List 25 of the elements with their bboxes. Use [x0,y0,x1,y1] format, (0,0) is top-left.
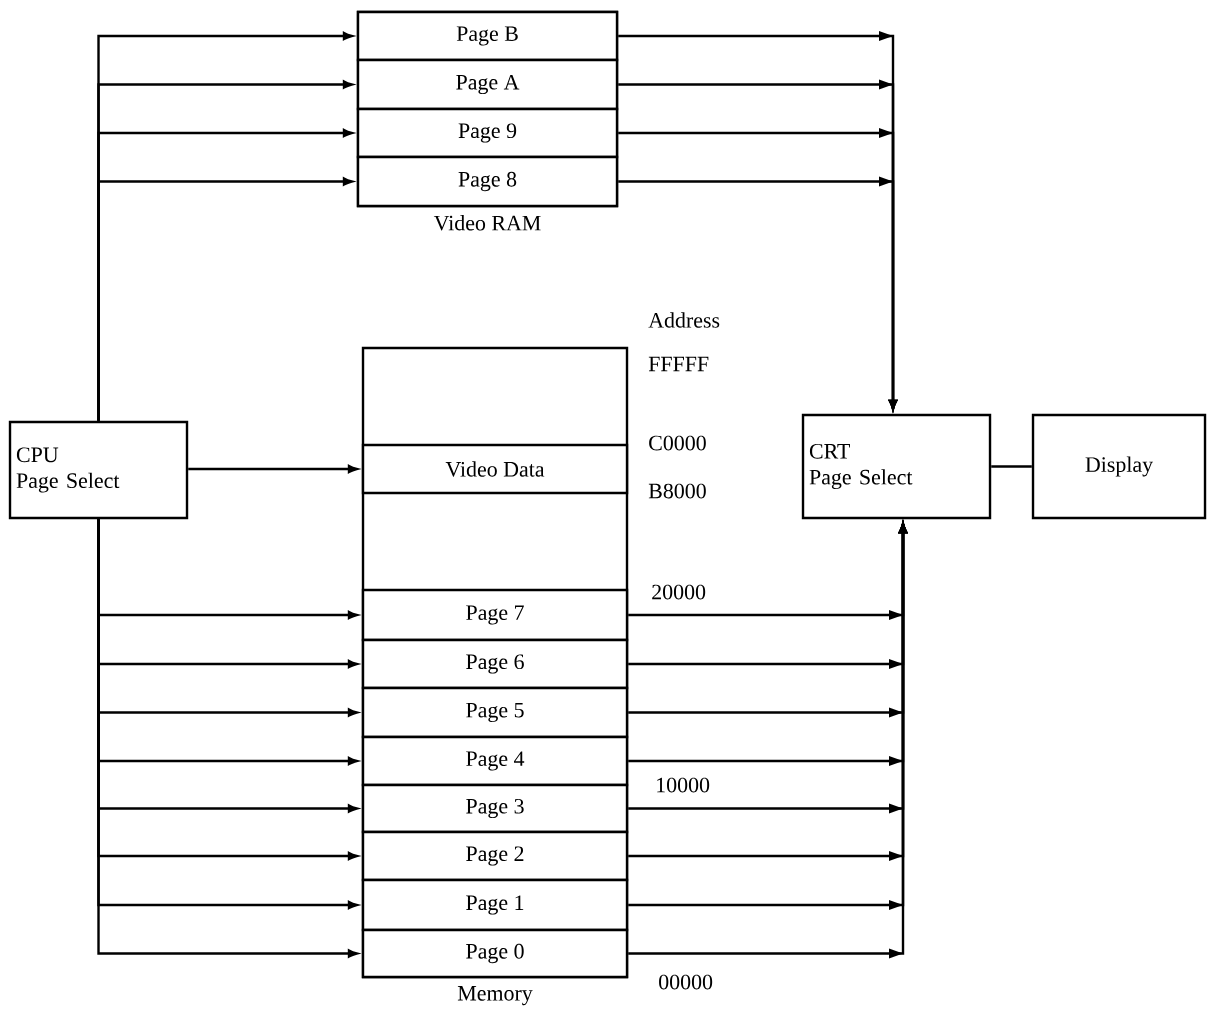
memory-page-box: Page 4 [361,735,629,787]
address-label: 00000 [659,974,713,990]
memory-page-box: Video Data [361,443,629,495]
address-label: Address [648,312,720,328]
memory-page-box: Page B [356,10,619,62]
process-box: CRT Page Select [801,413,992,520]
memory-page-box: Page 3 [361,783,629,834]
memory-page-box: Page 7 [361,588,629,642]
address-label: FFFFF [648,356,709,372]
memory-page-box: Page 6 [361,638,629,690]
memory-page-box: Page 8 [356,155,619,208]
address-label: 20000 [652,584,706,600]
memory-page-box: Page 5 [361,686,629,739]
memory-page-box: Page A [356,58,619,111]
address-label: C0000 [649,435,706,451]
address-label: B8000 [648,483,706,499]
node-label: Video RAM [433,215,541,231]
memory-page-box: Page 1 [361,878,629,932]
process-box: CPU Page Select [8,420,189,520]
process-box: Display [1031,413,1207,520]
memory-page-box: Page 9 [356,107,619,159]
node-label: Memory [457,986,533,1006]
memory-page-box: Page 2 [361,830,629,882]
memory-page-box: Page 0 [361,928,629,979]
address-label: 10000 [657,777,710,793]
